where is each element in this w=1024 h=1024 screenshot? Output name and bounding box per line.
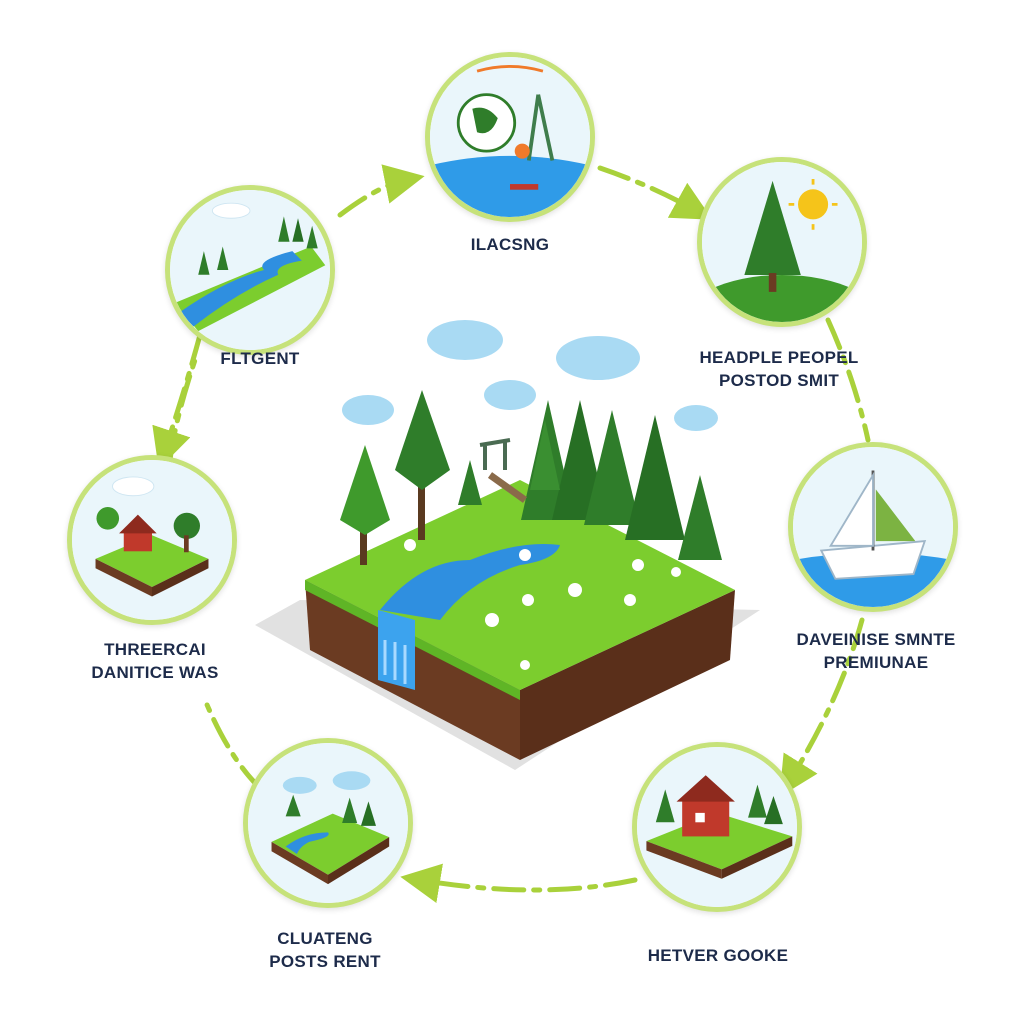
arrow-upperright-to-right (825, 317, 871, 443)
cloud-group (342, 320, 718, 431)
stage-label-lower-right: HETVER GOOKE (618, 944, 818, 967)
stage-label-right: DAVEINISE SMNTE PREMIUNAE (776, 628, 976, 674)
stage-node-right (788, 442, 958, 612)
stage-label-top-line1: ILACSNG (470, 235, 550, 254)
stage-node-lower-left (243, 738, 413, 908)
stage-label-upper-right-line2: POSTOD SMIT (718, 371, 840, 390)
stage-node-upper-left (165, 185, 335, 355)
flower-group (404, 539, 681, 670)
stage-label-upper-left-line1: FLTGENT (220, 349, 300, 368)
stage-label-lower-left: CLUATENG POSTS RENT (235, 927, 415, 973)
stage-node-left (67, 455, 237, 625)
arrow-right-to-lowerright (779, 617, 865, 797)
house-yard-icon (637, 747, 797, 907)
stage-label-lower-right-line1: HETVER GOOKE (647, 946, 789, 965)
arrow-upperleft-down (152, 332, 203, 469)
river-forest-icon (170, 190, 330, 350)
globe-crane-icon (430, 57, 590, 217)
stage-node-top (425, 52, 595, 222)
stage-label-left: THREERCAI DANITICE WAS (55, 638, 255, 684)
pine-tree-sun-icon (702, 162, 862, 322)
stage-label-right-line2: PREMIUNAE (823, 653, 929, 672)
crane-structure (479, 438, 528, 503)
stage-label-lower-left-line1: CLUATENG (277, 929, 373, 948)
mini-island-icon (248, 743, 408, 903)
stage-node-upper-right (697, 157, 867, 327)
tree-group (340, 390, 722, 565)
stage-label-left-line1: THREERCAI (104, 640, 206, 659)
sailboat-icon (793, 447, 953, 607)
stage-label-lower-left-line2: POSTS RENT (269, 952, 381, 971)
arrow-lowerright-to-lowerleft (400, 863, 638, 904)
stage-label-top: ILACSNG (420, 233, 600, 256)
stage-label-upper-right-line1: HEADPLE PEOPEL (699, 348, 859, 367)
arrow-upperleft-to-top (337, 164, 425, 218)
cottage-garden-icon (72, 460, 232, 620)
stage-label-left-line2: DANITICE WAS (91, 663, 219, 682)
stage-node-lower-right (632, 742, 802, 912)
stage-label-upper-right: HEADPLE PEOPEL POSTOD SMIT (684, 346, 874, 392)
stage-label-upper-left: FLTGENT (175, 347, 345, 370)
stage-label-right-line1: DAVEINISE SMNTE (796, 630, 956, 649)
arrow-top-to-upperright (597, 165, 713, 220)
